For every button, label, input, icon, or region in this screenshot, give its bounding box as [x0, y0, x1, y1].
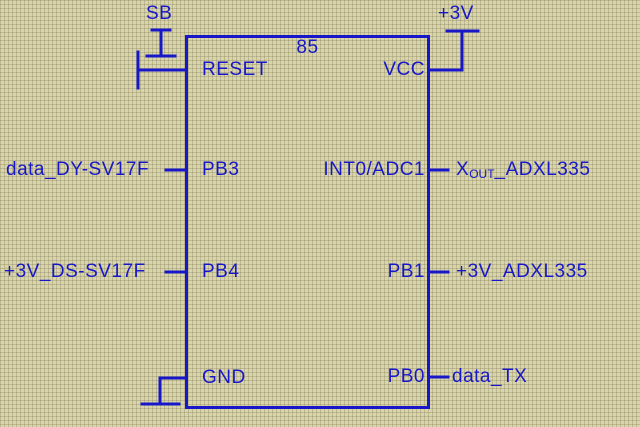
net-label-3v-ds-sv17f: +3V_DS-SV17F	[4, 261, 146, 282]
xout-subscript: OUT	[469, 167, 495, 181]
ic-ref-label: 85	[296, 37, 319, 58]
pin-label-reset: RESET	[202, 59, 268, 80]
pin-label-vcc: VCC	[383, 59, 425, 80]
net-label-data-tx: data_TX	[452, 366, 528, 387]
pushbutton-ref-label: SB	[146, 3, 173, 24]
xout-rest-text: _ADXL335	[494, 159, 591, 180]
net-label-xout-adxl335: XOUT_ADXL335	[456, 159, 591, 182]
net-label-3v-adxl335: +3V_ADXL335	[456, 261, 588, 282]
gnd-wire	[158, 376, 187, 405]
pin-label-pb3: PB3	[202, 159, 240, 180]
pin-label-pb1: PB1	[387, 261, 425, 282]
ic-body	[185, 35, 430, 409]
supply-net-label: +3V	[438, 3, 474, 24]
pin-label-gnd: GND	[202, 367, 246, 388]
net-label-data-dy-sv17f: data_DY-SV17F	[6, 159, 150, 180]
pin-label-pb0: PB0	[387, 366, 425, 387]
pin-label-int0-adc1: INT0/ADC1	[323, 159, 425, 180]
xout-main-text: X	[456, 159, 470, 180]
pin-label-pb4: PB4	[202, 261, 240, 282]
